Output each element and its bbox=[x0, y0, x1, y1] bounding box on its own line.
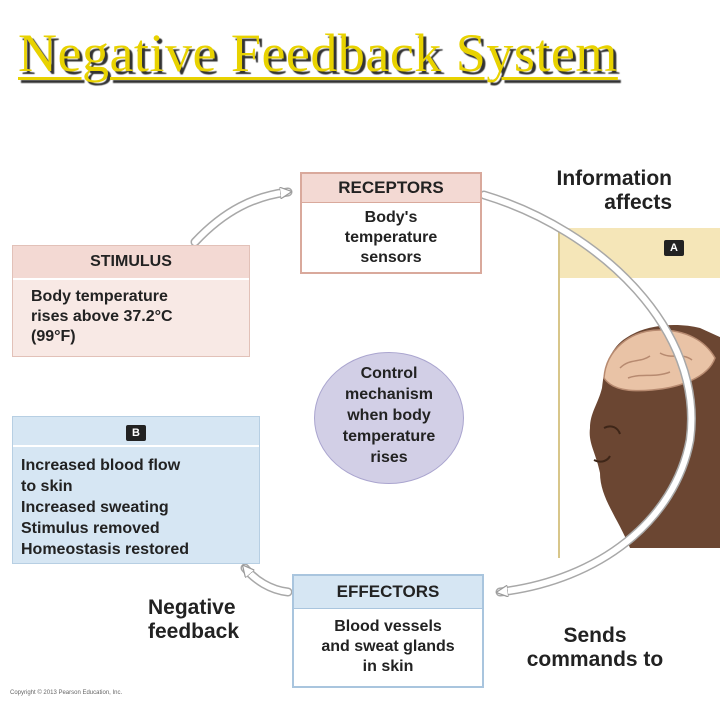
stimulus-header: STIMULUS bbox=[13, 246, 249, 280]
label-line: commands to bbox=[526, 648, 664, 671]
control-line: Control bbox=[360, 365, 418, 382]
receptors-header: RECEPTORS bbox=[302, 174, 480, 203]
page-title: Negative Feedback System bbox=[18, 23, 618, 83]
receptors-line: sensors bbox=[360, 249, 422, 266]
label-sends-commands: Sends commands to bbox=[500, 624, 690, 672]
panel-badge-a: A bbox=[664, 240, 684, 256]
control-line: temperature bbox=[342, 428, 436, 445]
response-line: Homeostasis restored bbox=[21, 541, 190, 558]
effectors-box: EFFECTORS Blood vessels and sweat glands… bbox=[292, 574, 484, 688]
stimulus-line: rises above 37.2°C bbox=[31, 308, 173, 325]
control-line: mechanism bbox=[344, 386, 434, 403]
label-negative-feedback: Negative feedback bbox=[148, 596, 239, 644]
response-line: Increased blood flow bbox=[21, 457, 181, 474]
control-mechanism-circle: Control mechanism when body temperature … bbox=[314, 352, 464, 484]
response-badge-b: B bbox=[126, 425, 146, 441]
effectors-line: in skin bbox=[362, 658, 414, 675]
control-line: when body bbox=[347, 407, 431, 424]
label-line: affects bbox=[604, 191, 672, 214]
label-line: feedback bbox=[148, 620, 240, 643]
receptors-box: RECEPTORS Body's temperature sensors bbox=[300, 172, 482, 274]
label-information-affects: Information affects bbox=[520, 167, 673, 215]
stimulus-line: Body temperature bbox=[31, 288, 168, 305]
response-box: B Increased blood flow to skin Increased… bbox=[12, 416, 260, 564]
response-line: to skin bbox=[21, 478, 73, 495]
label-line: Sends bbox=[563, 624, 627, 647]
copyright-text: Copyright © 2013 Pearson Education, Inc. bbox=[10, 690, 123, 696]
effectors-line: and sweat glands bbox=[321, 638, 455, 655]
label-line: Negative bbox=[148, 596, 236, 619]
response-line: Stimulus removed bbox=[21, 520, 160, 537]
response-line: Increased sweating bbox=[21, 499, 169, 516]
receptors-line: Body's bbox=[364, 209, 418, 226]
effectors-header: EFFECTORS bbox=[294, 576, 482, 609]
stimulus-line: (99°F) bbox=[31, 328, 76, 345]
effectors-line: Blood vessels bbox=[334, 618, 442, 635]
label-line: Information bbox=[556, 167, 673, 190]
control-line: rises bbox=[370, 449, 408, 466]
stimulus-box: STIMULUS Body temperature rises above 37… bbox=[12, 245, 250, 357]
receptors-line: temperature bbox=[344, 229, 438, 246]
